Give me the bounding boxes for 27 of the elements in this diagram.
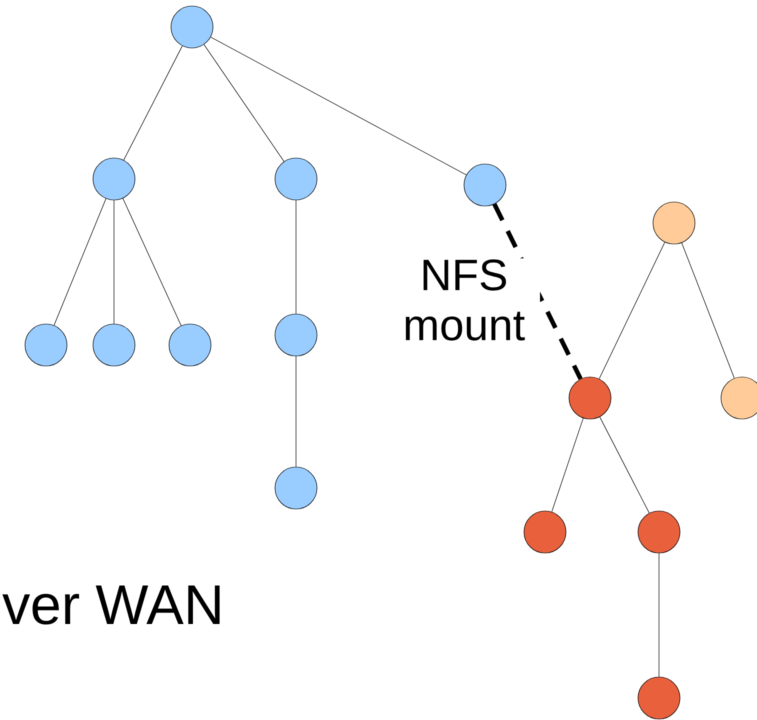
- tree-node: [92, 158, 136, 200]
- tree-node: [524, 510, 566, 554]
- tree-edge: [210, 36, 467, 176]
- tree-node: [652, 202, 696, 244]
- edge-label: NFS mount: [388, 258, 540, 342]
- tree-node: [720, 376, 757, 420]
- tree-edge: [123, 46, 183, 160]
- tree-edge: [658, 553, 660, 677]
- tree-edge: [598, 242, 666, 380]
- tree-edge: [54, 198, 106, 326]
- tree-node: [24, 324, 68, 366]
- tree-edge: [681, 242, 735, 378]
- tree-node: [568, 376, 612, 420]
- tree-node: [274, 466, 318, 510]
- tree-edge: [204, 44, 284, 162]
- tree-node: [92, 324, 136, 366]
- tree-node: [638, 510, 680, 554]
- tree-edge: [552, 418, 584, 512]
- tree-node: [274, 158, 318, 200]
- caption-text: ver WAN: [2, 585, 220, 625]
- tree-node: [274, 314, 318, 356]
- tree-node: [170, 6, 214, 48]
- tree-node: [464, 164, 506, 206]
- tree-node: [638, 676, 680, 720]
- tree-edge: [122, 198, 182, 326]
- tree-edge: [599, 416, 650, 514]
- tree-node: [168, 324, 212, 366]
